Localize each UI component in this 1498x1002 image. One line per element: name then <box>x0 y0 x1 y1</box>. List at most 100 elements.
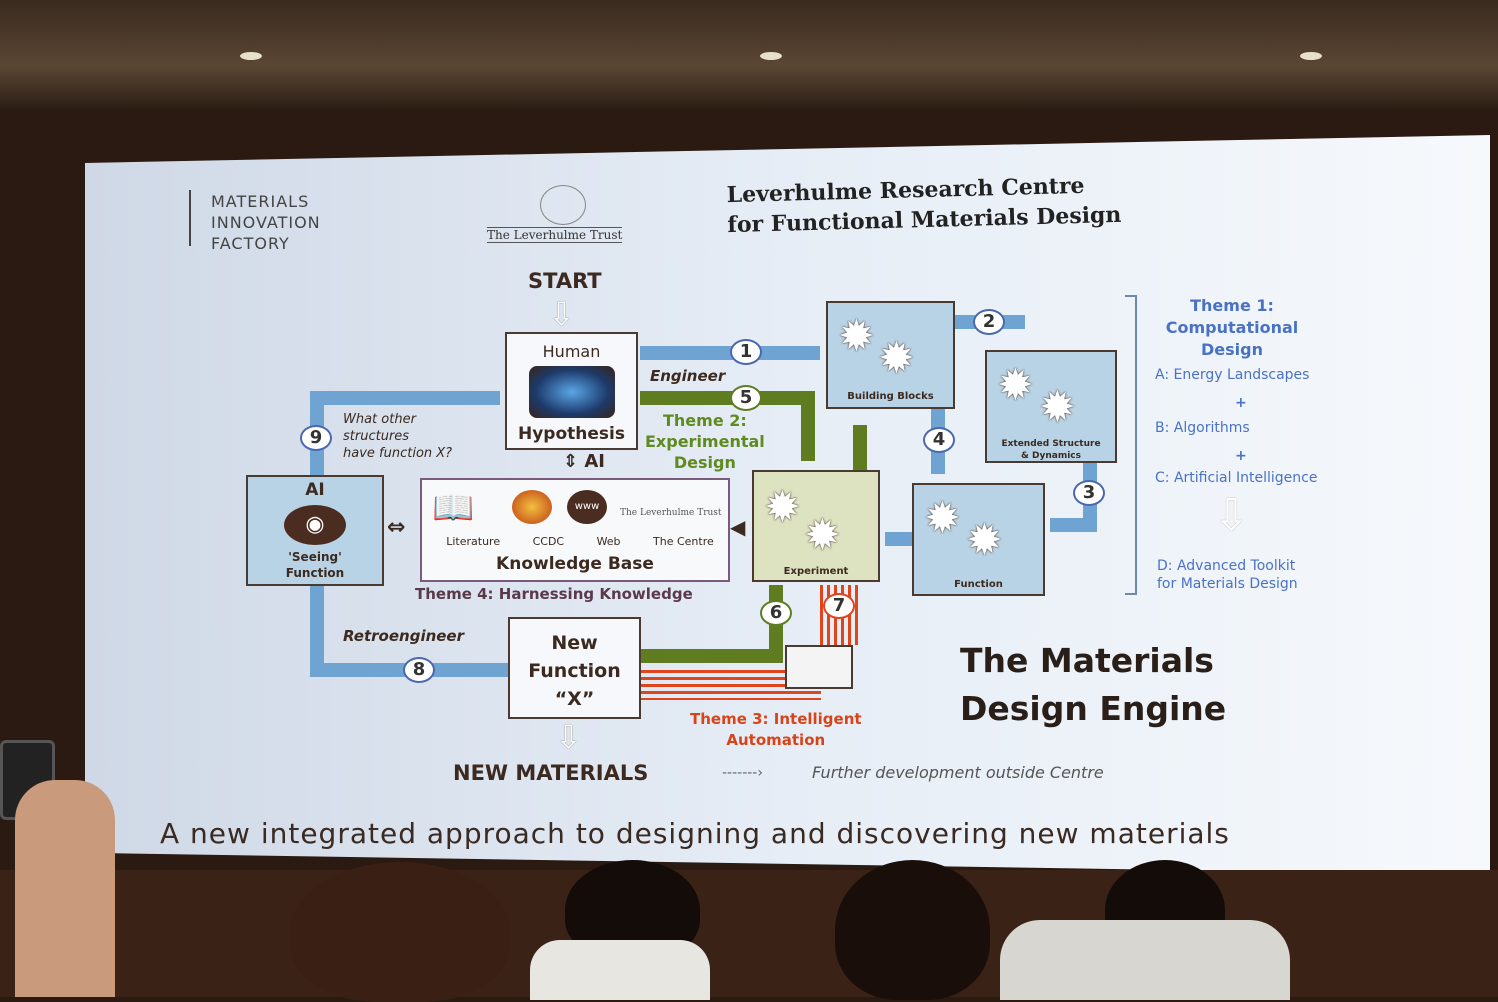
hypothesis-box: Human Hypothesis <box>505 332 638 450</box>
question-text: What other structures have function X? <box>343 411 452 462</box>
theme-2-line: Experimental <box>645 432 765 451</box>
arrow-function-experiment <box>885 532 912 546</box>
step-7-badge: 7 <box>823 593 855 619</box>
ceiling <box>0 0 1498 110</box>
theme-1-item-d: D: Advanced Toolkit for Materials Design <box>1157 557 1298 593</box>
ceiling-light <box>760 52 782 60</box>
extended-structure-label: Extended Structure & Dynamics <box>987 438 1115 462</box>
ai-seeing-box: AI ◉ 'Seeing' Function <box>246 475 384 586</box>
start-label: START <box>528 269 602 293</box>
ai-link: ⇕ AI <box>563 451 605 472</box>
theme-1-item-b: B: Algorithms <box>1155 420 1250 436</box>
further-development-label: Further development outside Centre <box>812 763 1104 782</box>
kb-source: CCDC <box>532 535 565 548</box>
theme-2-line: Theme 2: <box>663 411 747 430</box>
trust-logo: The Leverhulme Trust <box>620 508 722 518</box>
theme-1-line: Theme 1: <box>1190 296 1274 315</box>
kb-source: Literature <box>446 535 501 548</box>
arrow-3-left <box>1050 518 1097 532</box>
theme-1-bracket <box>1125 295 1137 595</box>
down-arrow-icon: ⇩ <box>548 295 575 333</box>
down-arrow-icon: ⇩ <box>555 718 582 756</box>
ai-link-label: AI <box>584 451 605 472</box>
experiment-label: Experiment <box>783 566 849 577</box>
theme-1-line: Computational <box>1165 318 1299 337</box>
step-6-badge: 6 <box>760 600 792 626</box>
microscope-gear-icon: ✹ <box>804 510 841 561</box>
extended-line: & Dynamics <box>1021 451 1081 461</box>
audience-shoulders <box>1000 920 1290 1000</box>
engine-title: The Materials Design Engine <box>960 637 1226 733</box>
ai-title: AI <box>305 480 325 500</box>
kb-source: The Centre <box>653 535 714 548</box>
step-5-badge: 5 <box>730 385 762 411</box>
theme-1-item-a: A: Energy Landscapes <box>1155 367 1310 383</box>
step-9-badge: 9 <box>300 425 332 451</box>
gear-icon: ✹ <box>764 482 801 533</box>
theme-2-line: Design <box>673 453 736 472</box>
function-box: ✹ ✹ Function <box>912 483 1045 596</box>
kb-sources: Literature CCDC Web The Centre <box>430 535 730 548</box>
arrow-6 <box>641 649 781 663</box>
audience-head <box>290 862 510 1002</box>
raised-hand <box>15 780 115 997</box>
seeing-line: Function <box>285 566 345 580</box>
dashed-arrow-icon: -------› <box>722 765 763 781</box>
question-line: structures <box>343 429 410 444</box>
step-8-badge: 8 <box>403 657 435 683</box>
theme-1-line: Design <box>1201 340 1263 359</box>
engine-line: Design Engine <box>960 689 1227 728</box>
human-label: Human <box>542 342 601 361</box>
theme-1-d-line: D: Advanced Toolkit <box>1157 558 1296 574</box>
theme-1-item-c: C: Artificial Intelligence <box>1155 470 1318 486</box>
mif-logo: MATERIALS INNOVATION FACTORY <box>211 191 321 254</box>
arrow-5 <box>640 391 815 405</box>
function-label: Function <box>954 579 1003 590</box>
logo-divider <box>189 190 191 246</box>
brain-icon <box>529 366 615 418</box>
left-arrow-icon: ◀ <box>730 515 746 539</box>
projected-slide: MATERIALS INNOVATION FACTORY The Leverhu… <box>85 135 1490 875</box>
theme-3-label: Theme 3: Intelligent Automation <box>690 709 862 751</box>
step-4-badge: 4 <box>923 427 955 453</box>
seeing-line: 'Seeing' <box>288 550 342 564</box>
audience-head <box>835 860 990 1000</box>
computer-gear-icon: ✹ <box>878 333 915 384</box>
extended-structure-box: ✹ ✹ Extended Structure & Dynamics <box>985 350 1117 463</box>
theme-1-title: Theme 1: Computational Design <box>1147 295 1317 361</box>
new-function-label: New Function “X” <box>510 629 639 713</box>
arrow-8-up <box>310 586 324 666</box>
book-icon: 📖 <box>432 488 475 528</box>
slide-tagline: A new integrated approach to designing a… <box>160 817 1230 850</box>
computer-gear-icon: ✹ <box>1039 382 1076 433</box>
new-function-box: New Function “X” <box>508 617 641 719</box>
arrow-5-down <box>801 391 815 461</box>
plus-sign: + <box>1235 448 1247 464</box>
slide-title: Leverhulme Research Centre for Functiona… <box>726 170 1121 240</box>
extended-line: Extended Structure <box>1001 439 1101 449</box>
gear-icon: ✹ <box>997 360 1034 411</box>
step-1-badge: 1 <box>730 339 762 365</box>
new-materials-label: NEW MATERIALS <box>453 761 649 785</box>
mif-line: MATERIALS <box>211 192 310 211</box>
ceiling-light <box>240 52 262 60</box>
mif-line: INNOVATION <box>211 213 321 232</box>
eye-icon: ◉ <box>284 505 346 545</box>
question-line: have function X? <box>343 446 453 461</box>
theme-4-label: Theme 4: Harnessing Knowledge <box>415 585 693 603</box>
plus-sign: + <box>1235 395 1247 411</box>
new-function-line: New <box>551 632 598 654</box>
kb-source: Web <box>596 535 621 548</box>
knowledge-base-box: 📖 www The Leverhulme Trust Literature CC… <box>420 478 730 582</box>
building-blocks-label: Building Blocks <box>847 391 934 402</box>
down-arrow-icon: ⇩ <box>1213 490 1250 541</box>
computer-gear-icon: ✹ <box>966 515 1003 566</box>
step-2-badge: 2 <box>973 309 1005 335</box>
ceiling-light <box>1300 52 1322 60</box>
hypothesis-label: Hypothesis <box>518 424 625 444</box>
theme-3-line: Automation <box>726 731 826 749</box>
bidirectional-arrow-icon: ⇔ <box>387 515 406 540</box>
question-line: What other <box>343 412 416 427</box>
step-3-badge: 3 <box>1073 480 1105 506</box>
audience-shoulders <box>530 940 710 1000</box>
